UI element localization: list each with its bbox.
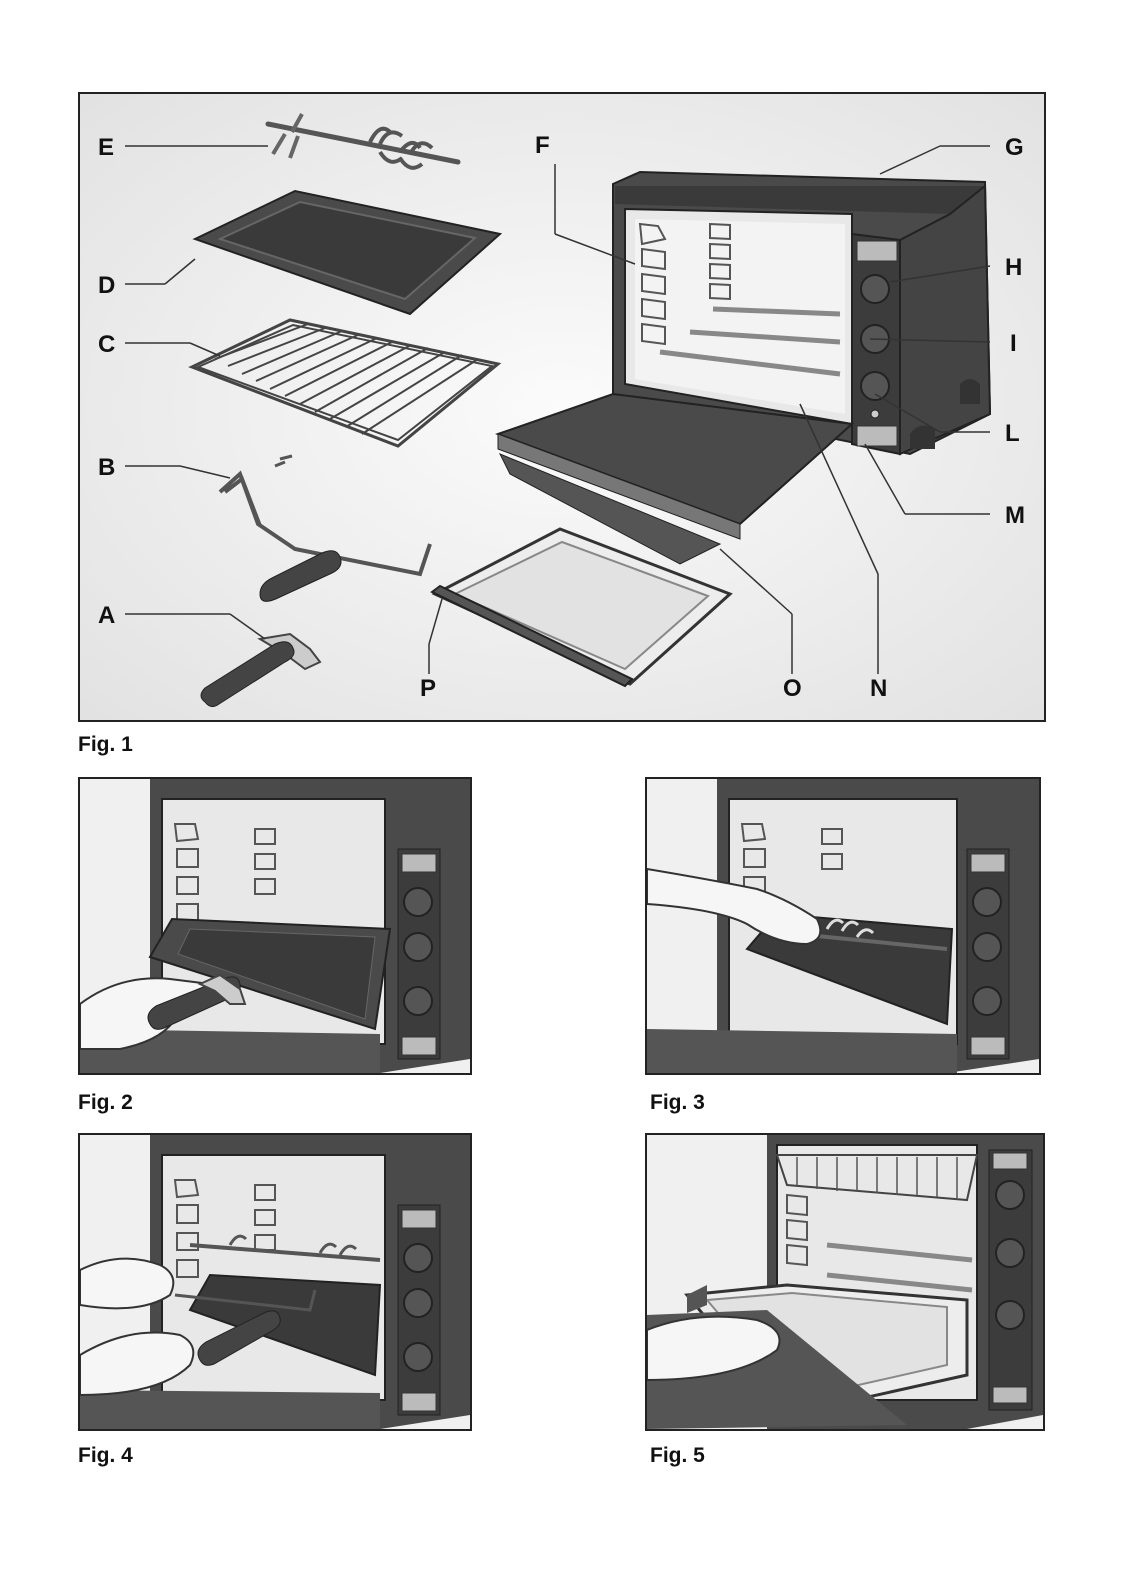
figure-5-illustration xyxy=(647,1135,1043,1429)
figure-3-caption: Fig. 3 xyxy=(650,1091,705,1115)
figure-5-caption: Fig. 5 xyxy=(650,1444,705,1468)
label-g: G xyxy=(1005,136,1024,160)
figure-2-illustration xyxy=(80,779,470,1073)
figure-1-illustration xyxy=(80,94,1044,720)
figure-2-panel xyxy=(78,777,472,1075)
label-l: L xyxy=(1005,422,1020,446)
label-e: E xyxy=(98,136,114,160)
label-h: H xyxy=(1005,256,1022,280)
label-b: B xyxy=(98,456,115,480)
label-d: D xyxy=(98,274,115,298)
label-p: P xyxy=(420,677,436,701)
figure-4-illustration xyxy=(80,1135,470,1429)
figure-4-caption: Fig. 4 xyxy=(78,1444,133,1468)
label-i: I xyxy=(1010,332,1017,356)
figure-3-panel xyxy=(645,777,1041,1075)
label-c: C xyxy=(98,333,115,357)
label-m: M xyxy=(1005,504,1025,528)
label-o: O xyxy=(783,677,802,701)
label-a: A xyxy=(98,604,115,628)
figure-1-caption: Fig. 1 xyxy=(78,733,133,757)
figure-5-panel xyxy=(645,1133,1045,1431)
label-f: F xyxy=(535,134,550,158)
figure-1-panel: E F G D H C I L B M A P O N xyxy=(78,92,1046,722)
figure-3-illustration xyxy=(647,779,1039,1073)
label-n: N xyxy=(870,677,887,701)
figure-4-panel xyxy=(78,1133,472,1431)
figure-2-caption: Fig. 2 xyxy=(78,1091,133,1115)
